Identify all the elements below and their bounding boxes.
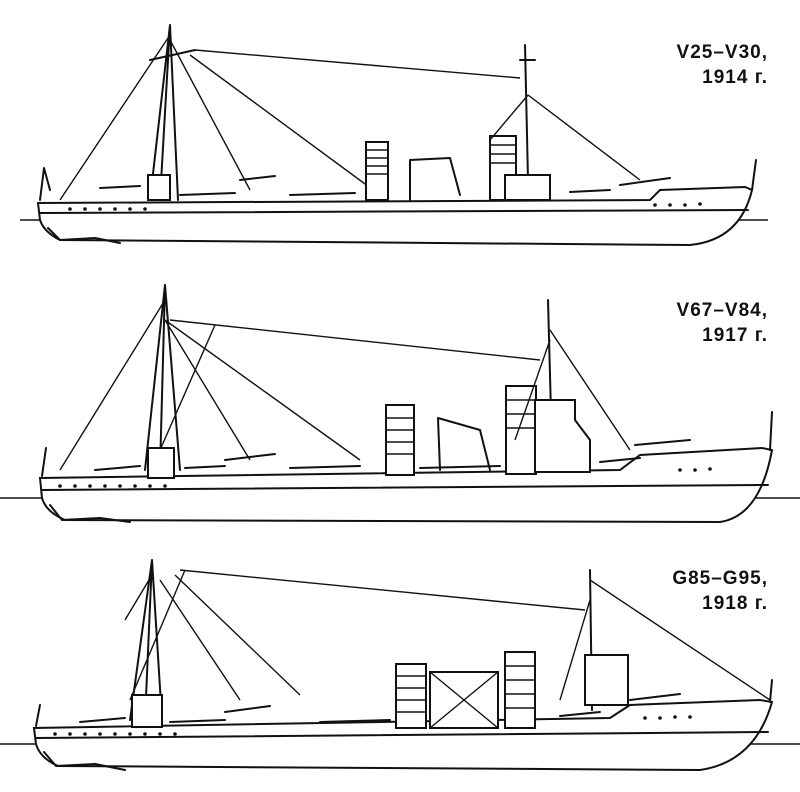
bridge <box>584 654 629 706</box>
rigging <box>59 34 521 201</box>
guns <box>79 693 681 723</box>
bridge <box>504 174 551 201</box>
boat-davit <box>437 417 491 471</box>
torpedo-tubes <box>169 719 391 723</box>
fore-rigging <box>489 94 641 181</box>
main-mast <box>129 559 163 721</box>
jackstaff <box>769 679 773 703</box>
boat-crane-bracing <box>429 671 499 729</box>
ship-drawing-g85 <box>0 559 800 772</box>
jackstaff <box>751 159 757 191</box>
deck-line <box>41 484 769 491</box>
funnel-bands <box>396 665 535 713</box>
boat-davit <box>409 157 461 201</box>
funnel-aft <box>365 141 389 201</box>
aft-deckhouse <box>131 694 163 728</box>
portholes <box>53 715 692 736</box>
fore-rigging <box>514 329 631 451</box>
ship-year: 1914 г. <box>702 67 768 88</box>
funnel-aft <box>395 663 427 729</box>
fore-rigging <box>559 579 771 701</box>
funnel-fore <box>505 385 537 475</box>
rudder <box>47 227 121 244</box>
guns <box>94 439 691 471</box>
ship-label-v25: V25–V30, 1914 г. <box>677 40 768 90</box>
ship-year: 1918 г. <box>702 593 768 614</box>
funnel-aft <box>385 404 415 476</box>
fore-mast <box>519 44 536 181</box>
torpedo-tubes <box>179 192 356 196</box>
stern-flagstaff <box>39 167 51 201</box>
hull <box>36 185 754 247</box>
portholes <box>58 467 712 488</box>
deck-line <box>35 731 769 739</box>
deck-line <box>39 209 749 214</box>
rigging <box>124 569 586 701</box>
stern-flagstaff <box>35 704 41 727</box>
funnel-fore <box>504 651 536 729</box>
ship-drawing-v67 <box>0 284 800 524</box>
funnel-bands <box>386 399 536 455</box>
guns <box>99 175 671 193</box>
ship-label-v67: V67–V84, 1917 г. <box>677 298 768 348</box>
ship-name: G85–G95, <box>672 568 768 589</box>
main-mast <box>144 284 181 471</box>
aft-deckhouse <box>147 174 171 201</box>
ship-name: V25–V30, <box>676 42 768 63</box>
ship-label-g85: G85–G95, 1918 г. <box>672 566 768 616</box>
portholes <box>68 202 702 211</box>
ship-name: V67–V84, <box>676 300 768 321</box>
aft-deckhouse <box>147 447 175 479</box>
hull <box>38 446 774 524</box>
bridge <box>534 399 591 473</box>
stern-flagstaff <box>41 447 47 477</box>
torpedo-tubes <box>184 465 501 469</box>
rigging <box>59 299 541 471</box>
jackstaff <box>769 411 773 451</box>
rudder <box>49 504 131 523</box>
funnel-bands <box>366 144 516 175</box>
ship-drawing-v25 <box>20 24 768 247</box>
rudder <box>43 751 126 771</box>
ship-year: 1917 г. <box>702 325 768 346</box>
main-mast <box>149 24 196 201</box>
funnel-fore <box>489 135 517 201</box>
